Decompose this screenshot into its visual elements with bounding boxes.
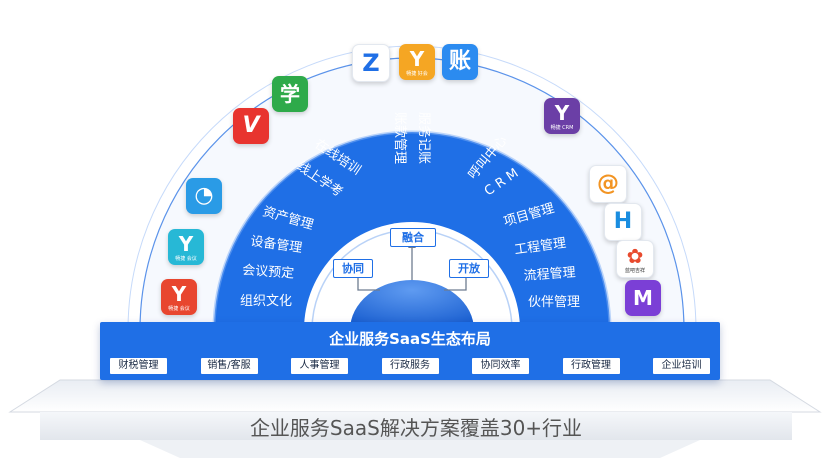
zhang-app-icon: 账 <box>442 44 478 80</box>
tag-xietong-xiaolv: 协同效率 <box>472 358 529 374</box>
y-crm-glyph: Y <box>554 101 570 125</box>
m-app-icon: M <box>625 280 661 316</box>
bird-glyph: ◔ <box>194 183 214 208</box>
base-platform <box>40 412 792 440</box>
tag-caishui: 财税管理 <box>110 358 167 374</box>
v-app-icon: V <box>233 108 269 144</box>
y-left-sub: 畅捷 会议 <box>175 256 197 262</box>
tag-renshi: 人事管理 <box>291 358 348 374</box>
label-zuzhi: 组织文化 <box>240 294 292 309</box>
label-liucheng: 流程管理 <box>523 265 576 284</box>
center-dome <box>350 280 474 330</box>
tag-xingzheng-fuwu: 行政服务 <box>381 358 439 374</box>
saas-banner: 企业服务SaaS生态布局 财税管理 销售/客服 人事管理 行政服务 协同效率 行… <box>100 322 720 380</box>
y-crm-app-icon: Y 畅捷 CRM <box>544 98 580 134</box>
floor-platform <box>8 379 822 413</box>
y-left-app-icon: Y 畅捷 会议 <box>168 229 204 265</box>
fan-glyph: ✿ <box>626 244 644 268</box>
fan-app-icon: ✿ 蓝吧吉祥 <box>616 240 654 278</box>
y-left-glyph: Y <box>178 232 194 256</box>
pill-xietong: 协同 <box>333 259 373 278</box>
pill-ronghe: 融合 <box>390 228 436 247</box>
m-glyph: M <box>633 286 653 310</box>
fan-sub: 蓝吧吉祥 <box>624 268 645 274</box>
tag-xiaoshou: 销售/客服 <box>200 358 258 374</box>
y-crm-sub: 畅捷 CRM <box>550 125 574 131</box>
label-huiyi: 会议预定 <box>242 263 295 282</box>
pill-kaifang: 开放 <box>449 259 489 278</box>
y-red-app-icon: Y 畅捷 会议 <box>161 279 197 315</box>
zhang-glyph: 账 <box>448 49 471 74</box>
label-zhangkuan: 账款管理 <box>392 112 407 164</box>
v-glyph: V <box>242 113 260 138</box>
h-glyph: H <box>613 209 633 234</box>
y-top-app-icon: Y 畅捷 好会 <box>399 44 435 80</box>
z-app-icon: Z <box>352 44 390 82</box>
connector-lines <box>357 246 467 291</box>
bird-app-icon: ◔ <box>186 178 222 214</box>
label-shebei: 设备管理 <box>249 233 303 256</box>
banner-title: 企业服务SaaS生态布局 <box>329 330 491 348</box>
xue-app-icon: 学 <box>272 76 308 112</box>
label-gongcheng: 工程管理 <box>513 236 567 258</box>
h-app-icon: H <box>604 203 642 241</box>
y-top-glyph: Y <box>409 47 425 71</box>
banner-tags: 财税管理 销售/客服 人事管理 行政服务 协同效率 行政管理 企业培训 <box>110 358 710 376</box>
label-huoban: 伙伴管理 <box>528 295 580 310</box>
base-platform-shadow <box>140 440 700 458</box>
y-red-glyph: Y <box>171 282 187 306</box>
tag-xingzheng-guanli: 行政管理 <box>562 358 620 374</box>
at-app-icon: @ <box>589 165 627 203</box>
footer-caption: 企业服务SaaS解决方案覆盖30+行业 <box>249 416 583 440</box>
y-red-sub: 畅捷 会议 <box>168 306 190 312</box>
at-glyph: @ <box>597 171 619 196</box>
tag-qiye-peixun: 企业培训 <box>653 358 710 374</box>
label-fuwu: 服务记账 <box>416 112 432 164</box>
y-top-sub: 畅捷 好会 <box>406 71 428 77</box>
z-glyph: Z <box>362 49 380 77</box>
xue-glyph: 学 <box>280 82 300 106</box>
